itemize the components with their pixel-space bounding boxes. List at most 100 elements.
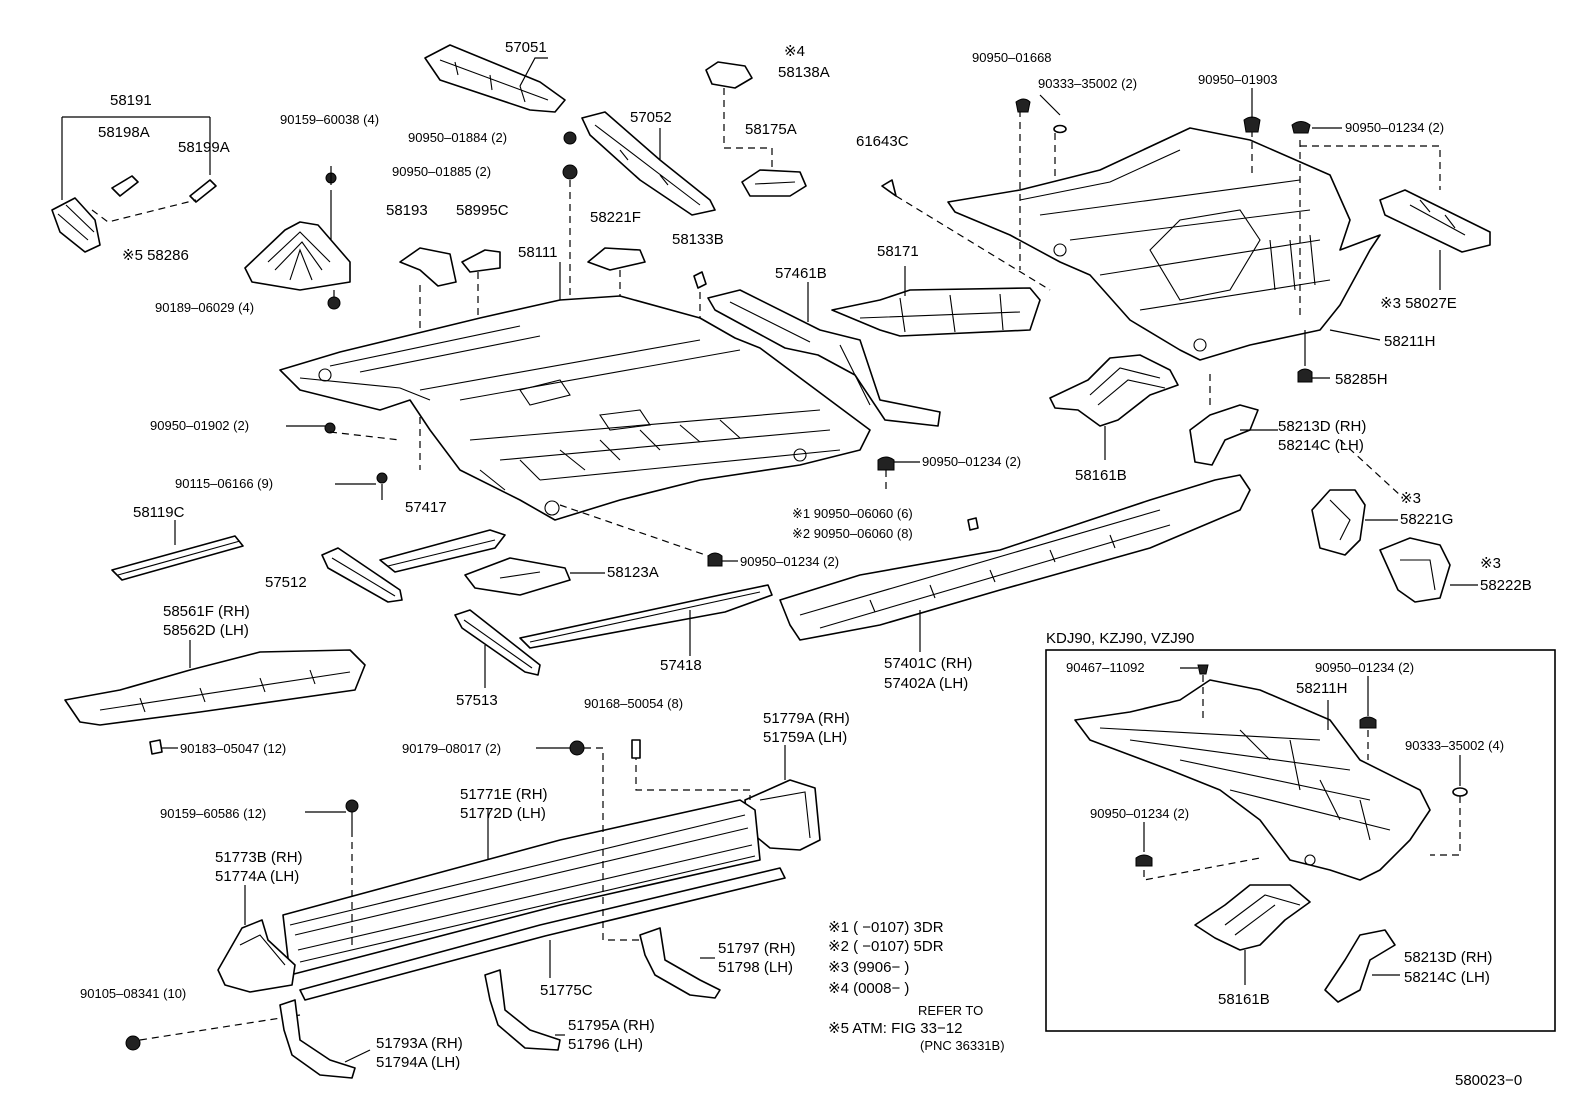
clip-drawings-rear [1015,88,1342,383]
part-51773B-drawing [217,885,296,993]
label-57052: 57052 [630,109,672,126]
label-57401C: 57401C (RH) [884,655,972,672]
part-58211H-drawing [947,110,1381,361]
label-58561F: 58561F (RH) [163,603,250,620]
label-51793A: 51793A (RH) [376,1035,463,1052]
part-51793A-drawing [279,999,371,1079]
label-58193: 58193 [386,202,428,219]
label-58198A: 58198A [98,124,150,141]
part-58161B-drawing [1049,354,1179,460]
label-90189-06029: 90189–06029 (4) [155,300,254,315]
inset-label-90950-01234-left: 90950–01234 (2) [1090,806,1189,821]
label-51795A: 51795A (RH) [568,1017,655,1034]
part-58171-drawing [831,266,1041,337]
label-90115-06166: 90115–06166 (9) [175,476,273,491]
inset-labels: KDJ90, KZJ90, VZJ90 90467–11092 90950–01… [1046,630,1504,1008]
inset-label-58213D: 58213D (RH) [1404,949,1492,966]
label-58214C: 58214C (LH) [1278,437,1364,454]
part-61643C-drawing [881,179,1051,291]
label-58111: 58111 [518,244,558,261]
label-51794A: 51794A (LH) [376,1054,460,1071]
label-90950-01884: 90950–01884 (2) [408,130,507,145]
label-58027E: ※3 58027E [1380,295,1457,312]
label-90950-01902: 90950–01902 (2) [150,418,249,433]
label-58286: ※5 58286 [122,247,189,264]
part-58138A-drawing [705,61,773,195]
inset-label-58211H: 58211H [1296,680,1347,697]
label-90333-35002-2: 90333–35002 (2) [1038,76,1137,91]
part-57512-drawing [321,547,403,603]
part-57051-drawing [424,44,566,113]
part-58175A-drawing [741,169,807,197]
note-5-refer: REFER TO [918,1003,983,1018]
label-58138A: 58138A [778,64,830,81]
figure-code: 580023−0 [1455,1072,1522,1089]
label-58191: 58191 [110,92,152,109]
label-58171: 58171 [877,243,919,260]
part-58111-drawing [279,262,871,521]
inset-label-90333-35002-4: 90333–35002 (4) [1405,738,1504,753]
inset-title: KDJ90, KZJ90, VZJ90 [1046,630,1194,647]
inset-label-58161B: 58161B [1218,991,1270,1008]
inset-label-90950-01234-top: 90950–01234 (2) [1315,660,1414,675]
label-51772D: 51772D (LH) [460,805,546,822]
label-57402A: 57402A (LH) [884,675,968,692]
label-51779A: 51779A (RH) [763,710,850,727]
clip-drawings-top [562,131,578,300]
part-57417-drawing [379,529,506,573]
label-90950-01885: 90950–01885 (2) [392,164,491,179]
label-61643C: 61643C [856,133,909,150]
label-58161B: 58161B [1075,467,1127,484]
label-51774A: 51774A (LH) [215,868,299,885]
label-51797: 51797 (RH) [718,940,796,957]
label-57051: 57051 [505,39,547,56]
part-58123A-drawing [464,504,721,596]
clip-drawing-58123A [707,456,920,567]
label-57417: 57417 [405,499,447,516]
label-57513: 57513 [456,692,498,709]
label-90950-01234-2b: 90950–01234 (2) [922,454,1021,469]
part-labels: 58191 58198A 58199A ※5 58286 90189–06029… [80,39,1532,1071]
label-51773B: 51773B (RH) [215,849,303,866]
label-58285H: 58285H [1335,371,1388,388]
label-58221G-note: ※3 [1400,490,1421,507]
label-90168-50054: 90168–50054 (8) [584,696,683,711]
label-58211H: 58211H [1384,333,1435,350]
part-57052-drawing [581,111,716,216]
part-58119C-drawing [111,520,244,581]
note-4: ※4 (0008− ) [828,980,909,997]
part-51797-drawing [639,927,721,999]
label-57418: 57418 [660,657,702,674]
label-58138A-note: ※4 [784,43,805,60]
inset-label-90467-11092: 90467–11092 [1066,660,1145,675]
label-90950-06060-8: ※2 90950–06060 (8) [792,526,913,541]
label-90183-05047: 90183–05047 (12) [180,741,286,756]
part-51795A-drawing [484,969,565,1051]
label-90950-01234-2c: 90950–01234 (2) [740,554,839,569]
part-57513-drawing [454,609,541,688]
label-58221G: 58221G [1400,511,1453,528]
label-58562D: 58562D (LH) [163,622,249,639]
label-90105-08341: 90105–08341 (10) [80,986,186,1001]
part-51779A-drawing [631,739,821,851]
label-58221F: 58221F [590,209,641,226]
notes-legend: ※1 ( −0107) 3DR ※2 ( −0107) 5DR ※3 (9906… [828,919,1005,1053]
label-58175A: 58175A [745,121,797,138]
part-58286-drawing [244,166,351,310]
note-5: ※5 ATM: FIG 33−12 [828,1020,962,1037]
label-58222B-note: ※3 [1480,555,1501,572]
note-5-pnc: (PNC 36331B) [920,1038,1005,1053]
label-90159-60586: 90159–60586 (12) [160,806,266,821]
label-90950-01668: 90950–01668 [972,50,1052,65]
label-51775C: 51775C [540,982,593,999]
note-1: ※1 ( −0107) 3DR [828,919,944,936]
label-58133B: 58133B [672,231,724,248]
label-51796: 51796 (LH) [568,1036,643,1053]
part-58561F-drawing [64,640,366,755]
inset-box-drawing [1045,649,1556,1032]
label-90950-06060-6: ※1 90950–06060 (6) [792,506,913,521]
part-58221G-drawing [1311,489,1398,556]
note-2: ※2 ( −0107) 5DR [828,938,944,955]
part-58222B-drawing [1379,537,1478,603]
